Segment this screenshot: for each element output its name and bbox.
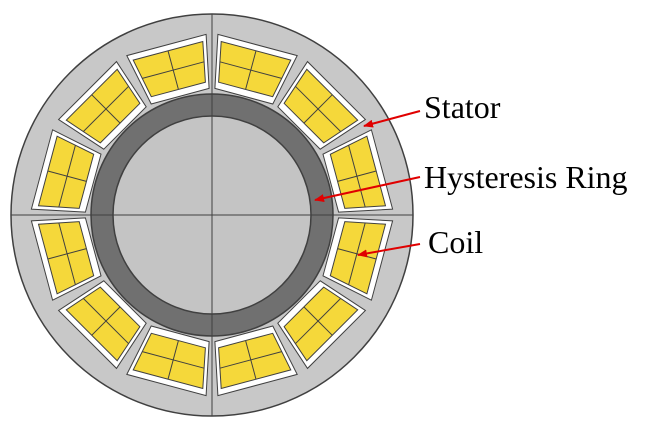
coil-label: Coil xyxy=(428,224,483,260)
coil xyxy=(329,221,387,295)
stator-label: Stator xyxy=(424,89,501,125)
coil xyxy=(37,135,95,209)
coil-divider-line xyxy=(58,145,76,208)
coil-divider-line xyxy=(82,298,129,345)
coil xyxy=(218,332,292,390)
coil-divider-line xyxy=(58,222,76,285)
coil-divider-line xyxy=(348,145,366,208)
stator-arrow xyxy=(363,110,421,128)
coil-divider-line xyxy=(219,351,282,369)
coil-divider-line xyxy=(295,298,342,345)
stator-slots xyxy=(30,33,394,397)
coil-divider-line xyxy=(82,85,129,132)
coil xyxy=(37,221,95,295)
coil xyxy=(329,135,387,209)
coil xyxy=(132,332,206,390)
coil xyxy=(218,40,292,98)
coil-divider-line xyxy=(142,351,205,369)
hysteresis-ring-label: Hysteresis Ring xyxy=(424,159,628,195)
coil-divider-line xyxy=(142,61,205,79)
coil-divider-line xyxy=(348,222,366,285)
coil xyxy=(132,40,206,98)
coil-divider-line xyxy=(219,61,282,79)
hysteresis-ring-arrow xyxy=(314,176,421,202)
coil-divider-line xyxy=(295,85,342,132)
coil-arrow xyxy=(357,243,421,258)
